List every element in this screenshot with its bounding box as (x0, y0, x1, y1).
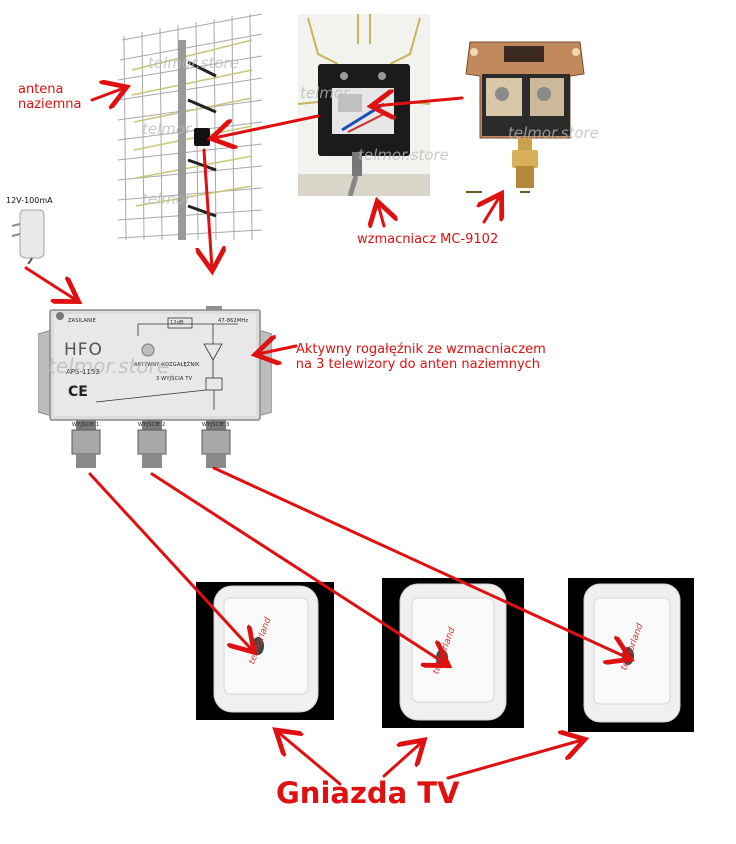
arrow-label-to-module (484, 196, 500, 224)
splitter-channel-note: 3 WYJŚCIA TV (156, 376, 193, 382)
splitter-output-1: WYJŚCIE 1 (72, 422, 100, 428)
ce-mark: CE (68, 384, 88, 400)
splitter-watermark: telmor.store (48, 354, 170, 378)
amplifier-watermark-2: telmor.store (358, 146, 449, 164)
arrow-title-to-socket-3 (446, 740, 582, 780)
tv-socket-2: telmorland (382, 578, 524, 728)
splitter-model: APS-1153 (66, 368, 100, 376)
splitter-name-plate: AKTYWNY ROZGAŁĘŹNIK (134, 362, 200, 368)
splitter-gain-label: 12dB (170, 320, 184, 326)
splitter-input-label: ZASILANIE (68, 318, 96, 324)
arrow-title-to-socket-2 (382, 742, 422, 778)
antenna-watermark: telmor (142, 120, 192, 138)
splitter-label-line2: na 3 telewizory do anten naziemnych (295, 357, 541, 372)
antenna-photo: telmor telmor.store telmor (112, 10, 264, 242)
tv-socket-3: telmorland (568, 578, 694, 732)
antenna-watermark-3: telmor (142, 190, 192, 208)
active-splitter: HFO ZASILANIE 12dB 47-862MHz AKTYWNY ROZ… (38, 306, 272, 472)
antenna-label-line1: antena (18, 82, 64, 97)
splitter-output-3: WYJŚCIE 3 (202, 422, 230, 428)
amplifier-housing-photo: telmor telmor.store (297, 14, 449, 197)
amplifier-label: wzmacniacz MC-9102 (357, 232, 499, 247)
arrow-psu-to-splitter (24, 266, 76, 300)
antenna-label-line2: naziemna (18, 97, 82, 112)
sockets-title: Gniazda TV (276, 776, 460, 810)
splitter-output-2: WYJŚCIE 2 (138, 422, 166, 428)
antenna-watermark-2: telmor.store (148, 54, 239, 72)
splitter-label-line1: Aktywny rogałęźnik ze wzmacniaczem (296, 342, 546, 357)
tv-socket-1: telmorland (196, 582, 334, 720)
splitter-brand: HFO (64, 340, 103, 360)
module-watermark: telmor.store (508, 124, 599, 142)
power-supply-label: 12V-100mA (6, 196, 53, 205)
amplifier-module-photo: telmor.store (460, 34, 599, 194)
splitter-label: Aktywny rogałęźnik ze wzmacniaczem na 3 … (290, 342, 546, 372)
arrow-label-to-housing (378, 204, 384, 226)
amplifier-watermark: telmor (300, 84, 350, 102)
power-supply-photo (4, 204, 48, 265)
splitter-freq-label: 47-862MHz (218, 318, 249, 324)
antenna-label: antena naziemna (18, 82, 82, 112)
